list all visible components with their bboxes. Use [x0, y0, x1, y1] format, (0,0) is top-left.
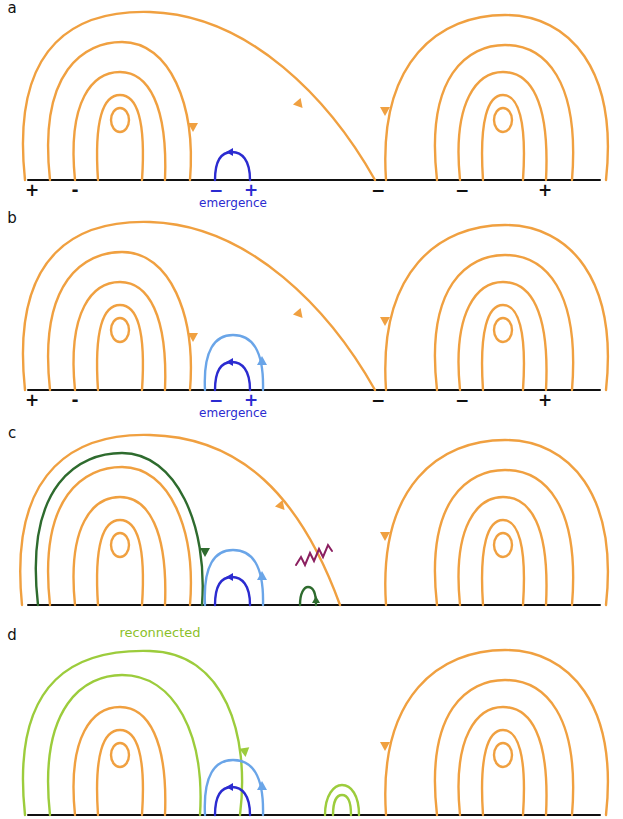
polarity-sign: -: [71, 181, 78, 200]
polarity-sign: −: [371, 181, 385, 200]
panel-letter: d: [7, 627, 17, 644]
polarity-sign: −: [455, 181, 469, 200]
emergence-label: emergence: [199, 197, 267, 210]
polarity-sign: +: [25, 391, 39, 410]
panel-letter: b: [7, 210, 17, 227]
polarity-sign: −: [371, 391, 385, 410]
reconnected-label: reconnected: [119, 626, 200, 640]
panel-letter: c: [8, 425, 16, 442]
emergence-label: emergence: [199, 407, 267, 420]
panel-a-drawing: [23, 12, 608, 180]
polarity-sign: −: [455, 391, 469, 410]
panel-c-drawing: [20, 435, 608, 605]
panel-b-drawing: [23, 222, 608, 390]
polarity-sign: -: [71, 391, 78, 410]
polarity-sign: +: [25, 181, 39, 200]
panel-d-drawing: [23, 650, 608, 815]
polarity-sign: +: [538, 391, 552, 410]
panel-letter: a: [7, 0, 16, 17]
polarity-sign: +: [538, 181, 552, 200]
